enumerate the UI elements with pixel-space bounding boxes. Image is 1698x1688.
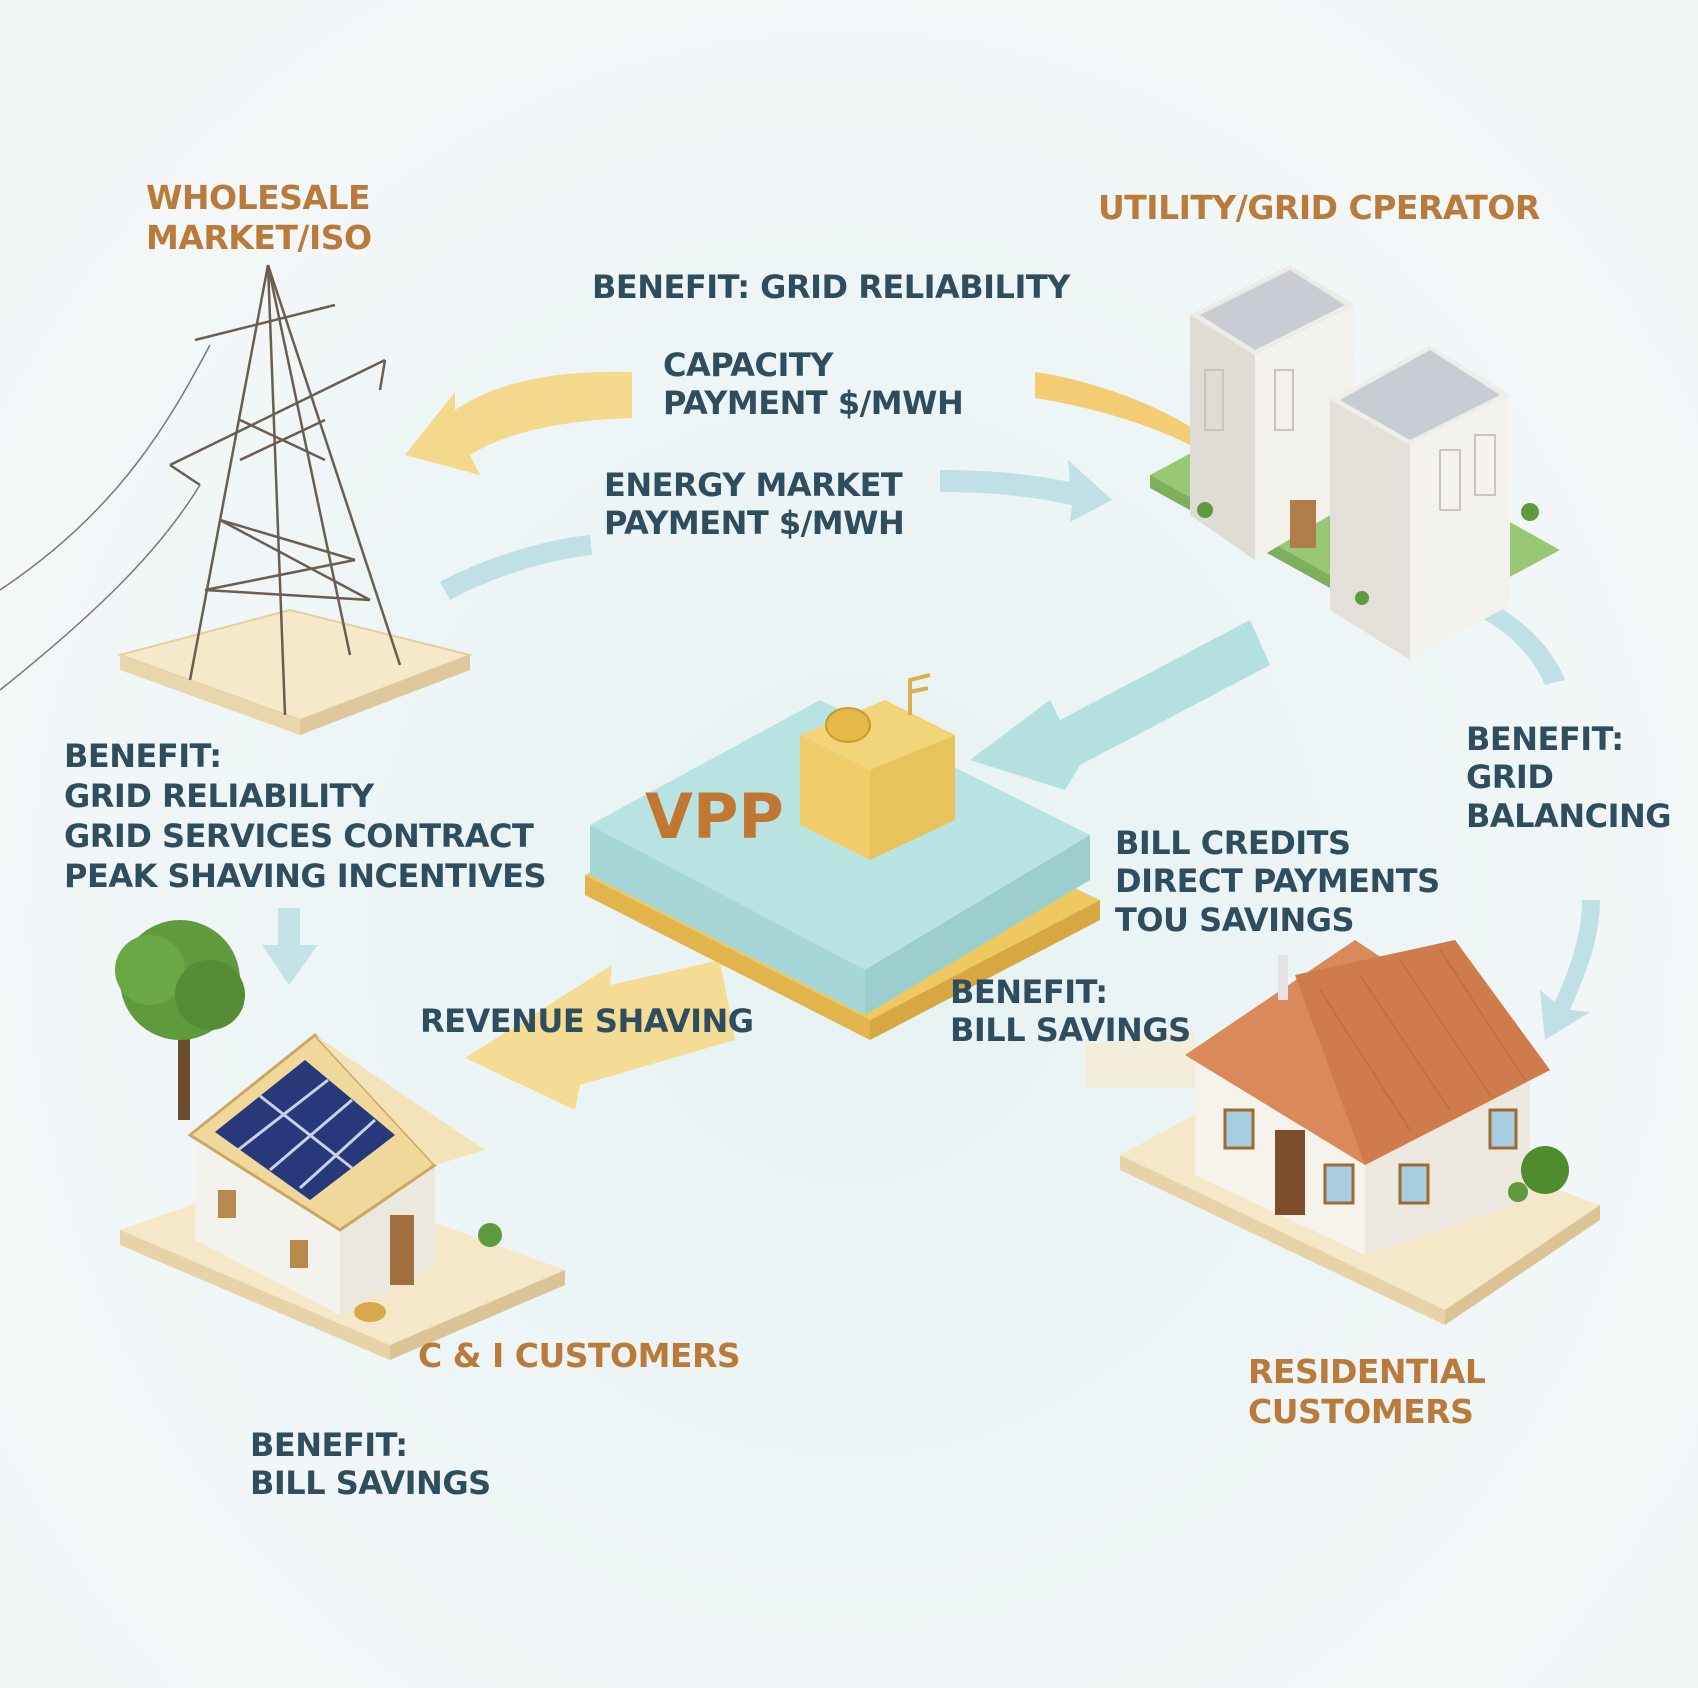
- flow-label-capacity-payment: CAPACITY PAYMENT $/MWH: [663, 346, 964, 423]
- flow-label-utility-benefit: BENEFIT: GRID RELIABILITY: [592, 268, 1070, 306]
- node-label-ci: C & I CUSTOMERS: [418, 1336, 741, 1375]
- ci-house-solar-icon: [115, 920, 565, 1360]
- flow-label-energy-payment: ENERGY MARKET PAYMENT $/MWH: [604, 466, 905, 543]
- battery-storage-icon: [800, 673, 955, 860]
- flow-label-ci-benefit: BENEFIT: BILL SAVINGS: [250, 1426, 491, 1503]
- flow-label-revenue-shaving: REVENUE SHAVING: [420, 1002, 754, 1040]
- flow-label-wholesale-benefit: BENEFIT: GRID RELIABILITY GRID SERVICES …: [64, 737, 547, 895]
- node-label-residential: RESIDENTIAL CUSTOMERS: [1248, 1352, 1486, 1431]
- node-label-utility: UTILITY/GRID CPERATOR: [1098, 188, 1540, 227]
- node-label-wholesale: WHOLESALE MARKET/ISO: [146, 178, 372, 257]
- transmission-tower-icon: [0, 264, 474, 735]
- flow-label-grid-balancing: BENEFIT: GRID BALANCING: [1466, 720, 1672, 835]
- utility-building-icon: [1150, 265, 1560, 660]
- vpp-label: VPP: [645, 780, 784, 853]
- flow-label-residential-payments: BILL CREDITS DIRECT PAYMENTS TOU SAVINGS: [1115, 824, 1440, 939]
- flow-label-residential-benefit: BENEFIT: BILL SAVINGS: [950, 973, 1191, 1050]
- residential-house-icon: [1120, 940, 1600, 1325]
